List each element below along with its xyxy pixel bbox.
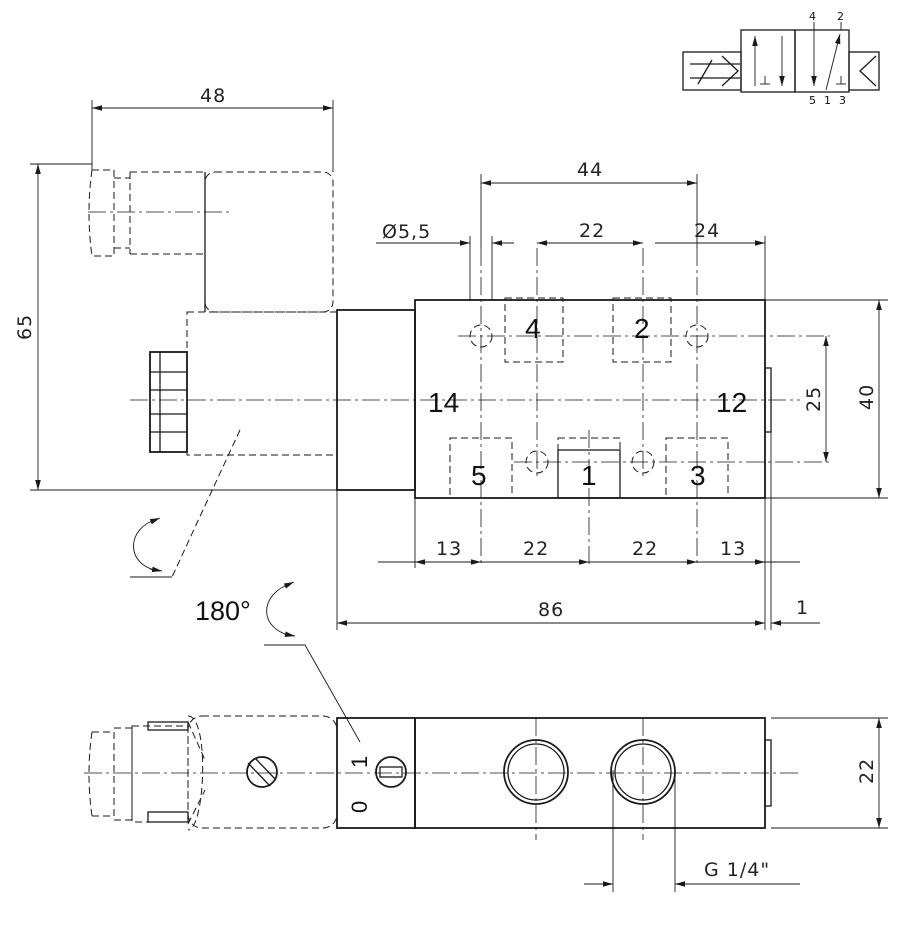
- port-label-2: 2: [634, 313, 650, 344]
- dimension-lines: 48 65 44 Ø5,5 22 24 25 40: [14, 85, 888, 630]
- port-label-14: 14: [428, 387, 459, 418]
- dim-hole-diameter: Ø5,5: [382, 221, 431, 243]
- side-view-dimensions: 22 G 1/4": [584, 717, 888, 892]
- side-view: 1 0: [84, 644, 800, 840]
- port-label-5: 5: [471, 460, 487, 491]
- symbol-port-2: 2: [837, 10, 844, 23]
- rotation-label: 180°: [195, 596, 251, 626]
- top-view-labels: 4 2 14 12 5 1 3: [428, 313, 747, 491]
- top-view: [88, 169, 830, 578]
- dim-24: 24: [694, 220, 720, 242]
- symbol-port-3: 3: [839, 94, 846, 107]
- dim-13-left: 13: [436, 538, 462, 560]
- override-label-1: 1: [347, 756, 372, 768]
- port-label-1: 1: [581, 460, 597, 491]
- thread-label: G 1/4": [704, 859, 770, 881]
- dim-25: 25: [803, 386, 825, 412]
- dim-22-top: 22: [579, 220, 605, 242]
- dim-22-b: 22: [632, 538, 658, 560]
- rotation-indicators: 180°: [130, 517, 296, 637]
- dim-65: 65: [14, 314, 36, 340]
- dim-1: 1: [796, 597, 809, 619]
- port-label-3: 3: [690, 460, 706, 491]
- dim-40: 40: [856, 384, 878, 410]
- symbol-port-4: 4: [809, 10, 816, 23]
- dim-44: 44: [577, 159, 603, 181]
- dim-22-a: 22: [523, 538, 549, 560]
- dim-13-right: 13: [720, 538, 746, 560]
- override-label-0: 0: [347, 801, 372, 813]
- dim-22-side: 22: [856, 758, 878, 784]
- symbol-port-5: 5: [809, 94, 816, 107]
- dim-86: 86: [538, 599, 564, 621]
- dim-48: 48: [200, 85, 226, 107]
- pneumatic-symbol: 4 2 5 1 3: [682, 10, 880, 107]
- symbol-port-1: 1: [824, 94, 831, 107]
- port-label-4: 4: [525, 313, 541, 344]
- port-label-12: 12: [716, 387, 747, 418]
